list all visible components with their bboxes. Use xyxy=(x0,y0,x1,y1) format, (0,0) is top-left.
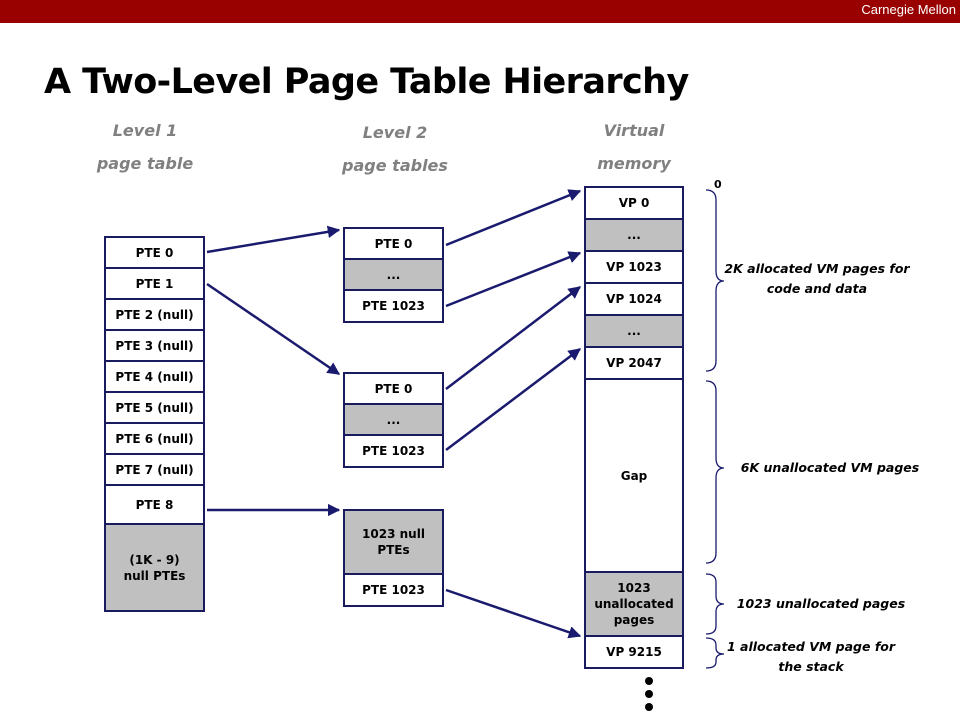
arrow-l2t0pte0-to-vp0 xyxy=(445,189,582,247)
l1-null-ptes: (1K - 9) null PTEs xyxy=(104,523,205,612)
level2-heading-line2: page tables xyxy=(342,156,448,175)
virtual-heading-line1: Virtual xyxy=(603,121,665,140)
annotation-unallocated: 1023 unallocated pages xyxy=(736,596,906,611)
annotation-code-data: 2K allocated VM pages for code and data xyxy=(724,261,910,296)
level2-heading-line1: Level 2 xyxy=(362,123,428,142)
l1-pte-3: PTE 3 (null) xyxy=(104,329,205,362)
brace-unallocated xyxy=(705,573,725,635)
l2t1-pte-1023: PTE 1023 xyxy=(343,434,444,468)
vp-9215: VP 9215 xyxy=(584,635,684,669)
l2t0-pte-1023: PTE 1023 xyxy=(343,289,444,323)
level1-heading-line1: Level 1 xyxy=(112,121,178,140)
l2t8-null-ptes: 1023 null PTEs xyxy=(343,509,444,575)
brace-stack xyxy=(705,637,725,669)
virtual-memory-heading: Virtual memory xyxy=(559,114,709,180)
continuation-dot-2 xyxy=(645,690,653,698)
arrow-l2t1pte1023-to-vp2047 xyxy=(445,348,581,451)
header-bar: Carnegie Mellon xyxy=(0,0,960,23)
arrow-l1pte0-to-l2t0 xyxy=(206,225,341,254)
continuation-dot-1 xyxy=(645,677,653,685)
annotation-stack: 1 allocated VM page for the stack xyxy=(726,639,896,674)
l1-pte-5: PTE 5 (null) xyxy=(104,391,205,424)
level1-heading-line2: page table xyxy=(96,154,194,173)
l1-pte-4: PTE 4 (null) xyxy=(104,360,205,393)
l2t0-ellipsis: ... xyxy=(343,258,444,291)
brace-code-data xyxy=(705,189,725,372)
address-zero-label: 0 xyxy=(714,178,722,191)
brace-gap xyxy=(705,380,725,564)
vm-unallocated-pages: 1023 unallocated pages xyxy=(584,571,684,637)
continuation-dot-3 xyxy=(645,703,653,711)
vm-gap: Gap xyxy=(584,378,684,573)
arrow-l2t8pte1023-to-vp9215 xyxy=(445,588,582,639)
level1-heading: Level 1 page table xyxy=(70,114,220,180)
page-title: A Two-Level Page Table Hierarchy xyxy=(44,62,689,102)
level2-heading: Level 2 page tables xyxy=(320,116,470,182)
l2t1-pte-0: PTE 0 xyxy=(343,372,444,405)
l1-pte-7: PTE 7 (null) xyxy=(104,453,205,486)
l2t1-ellipsis: ... xyxy=(343,403,444,436)
arrow-l1pte1-to-l2t1 xyxy=(206,282,341,376)
arrow-l2t0pte1023-to-vp1023 xyxy=(445,251,582,308)
arrow-l2t1pte0-to-vp1024 xyxy=(445,286,581,390)
virtual-heading-line2: memory xyxy=(597,154,671,173)
annotation-gap: 6K unallocated VM pages xyxy=(740,460,920,475)
org-name: Carnegie Mellon xyxy=(861,2,956,17)
vp-ellipsis-2: ... xyxy=(584,314,684,348)
l2t8-pte-1023: PTE 1023 xyxy=(343,573,444,607)
